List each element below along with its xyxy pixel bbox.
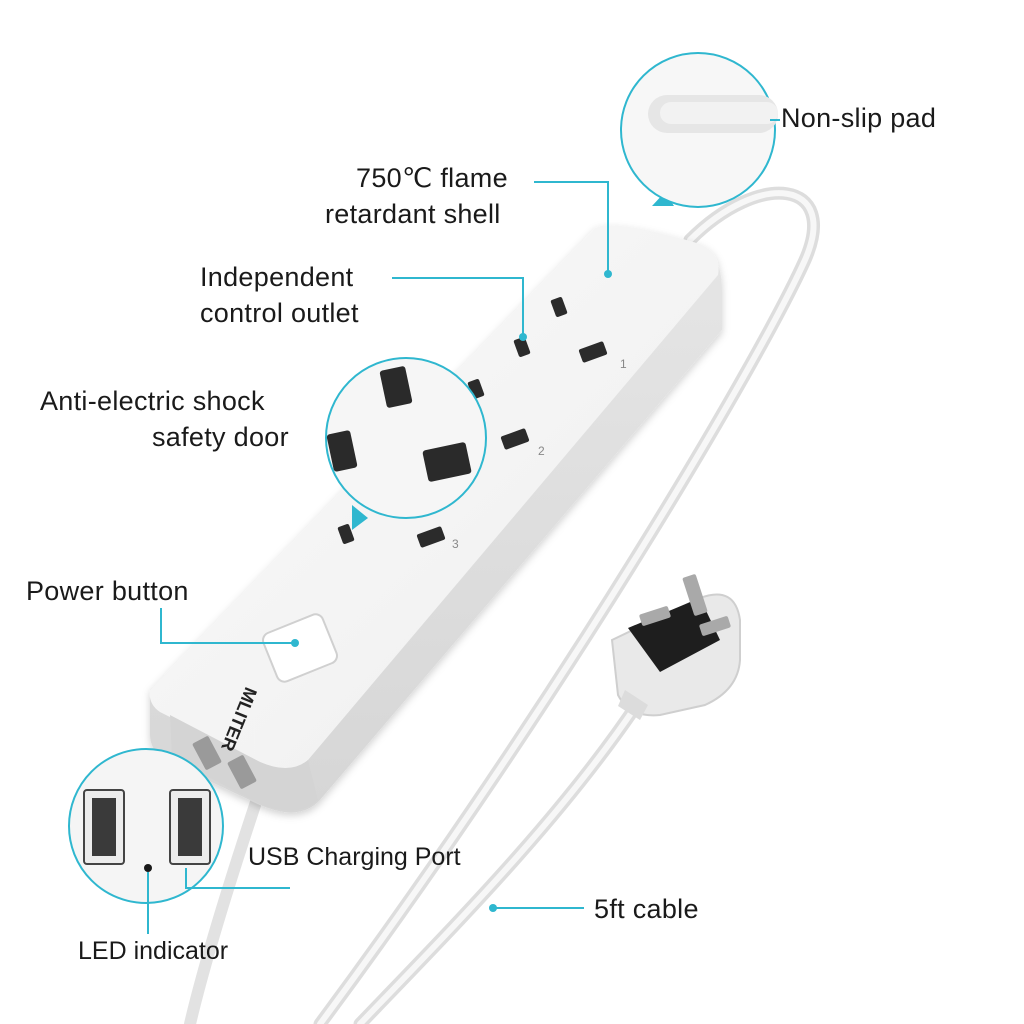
leader-flame-v — [607, 181, 609, 275]
uk-plug — [610, 574, 741, 720]
leader-indep-h — [392, 277, 524, 279]
magnifier-non-slip-pad — [620, 52, 778, 208]
leader-cable — [494, 907, 584, 909]
leader-usb-h — [185, 887, 290, 889]
magnifier-safety-door — [325, 357, 487, 530]
leader-flame-h — [534, 181, 609, 183]
label-independent-line2: control outlet — [200, 298, 359, 328]
label-power-button: Power button — [26, 576, 189, 606]
label-led-indicator: LED indicator — [78, 937, 229, 965]
power-button-illustration — [262, 613, 338, 683]
leader-power-v — [160, 608, 162, 644]
leader-usb-v — [185, 868, 187, 888]
label-flame-line2: retardant shell — [325, 199, 501, 229]
leader-cable-dot — [489, 904, 497, 912]
label-cable: 5ft cable — [594, 894, 699, 924]
leader-power-dot — [291, 639, 299, 647]
label-independent-line1: Independent — [200, 262, 354, 292]
label-shock-line1: Anti-electric shock — [40, 386, 265, 416]
leader-flame-dot — [604, 270, 612, 278]
leader-led — [147, 872, 149, 934]
socket-number-1: 1 — [620, 357, 627, 371]
socket-1 — [513, 297, 608, 363]
leader-indep-v — [522, 277, 524, 337]
socket-number-3: 3 — [452, 537, 459, 551]
label-usb-port: USB Charging Port — [248, 843, 461, 871]
usb-end — [170, 715, 318, 811]
leader-indep-dot — [519, 333, 527, 341]
label-flame-line1: 750℃ flame — [356, 163, 508, 193]
leader-non-slip — [770, 119, 780, 121]
left-cable — [184, 784, 266, 1024]
socket-number-2: 2 — [538, 444, 545, 458]
plug-cable-highlight — [357, 697, 643, 1024]
magnifier-usb — [68, 748, 224, 904]
power-cable-highlight — [317, 190, 817, 1024]
label-shock-line2: safety door — [152, 422, 289, 452]
label-non-slip-pad: Non-slip pad — [781, 103, 937, 133]
leader-power-h — [160, 642, 295, 644]
